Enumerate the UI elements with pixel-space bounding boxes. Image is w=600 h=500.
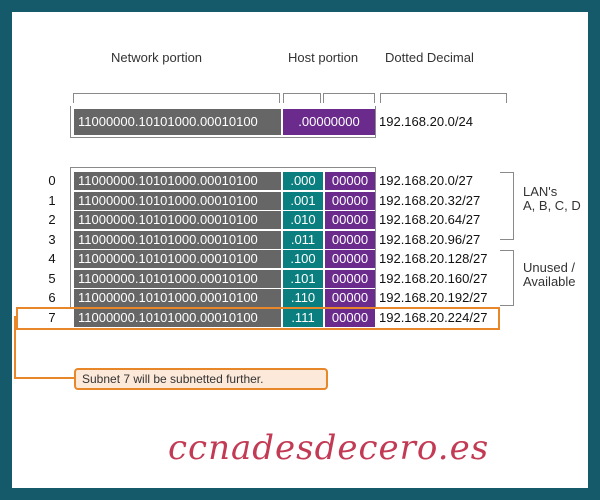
- group-lans-line2: A, B, C, D: [523, 198, 581, 213]
- group-unused-line2: Available: [523, 274, 576, 289]
- row-3-network-bits: 11000000.10101000.00010100: [74, 231, 281, 249]
- bracket-unused: [500, 250, 514, 306]
- row-2-host-bits: 00000: [325, 211, 375, 229]
- bracket-dotted: [380, 93, 507, 103]
- row-2-network-bits: 11000000.10101000.00010100: [74, 211, 281, 229]
- group-lans-line1: LAN's: [523, 184, 558, 199]
- bracket-lans: [500, 172, 514, 240]
- group-unused-label: Unused / Available: [523, 261, 576, 289]
- brand-watermark: ccnadesdecero.es: [168, 428, 490, 468]
- base-network-bits: 11000000.10101000.00010100: [74, 109, 281, 135]
- subnet-table-frame: [70, 167, 376, 309]
- row-1-subnet-bits: .001: [283, 192, 323, 210]
- row-5-subnet-bits: .101: [283, 270, 323, 288]
- bracket-host-b: [323, 93, 375, 103]
- row-4-host-bits: 00000: [325, 250, 375, 268]
- row-6-dotted: 192.168.20.192/27: [379, 290, 488, 305]
- row-7-network-bits: 11000000.10101000.00010100: [74, 309, 281, 327]
- subnet-7-highlight: [16, 307, 500, 330]
- row-1-index: 1: [48, 193, 56, 208]
- row-3-index: 3: [48, 232, 56, 247]
- row-6-host-bits: 00000: [325, 289, 375, 307]
- row-0-index: 0: [48, 173, 56, 188]
- bracket-network: [73, 93, 280, 103]
- row-7-subnet-bits: .111: [283, 309, 323, 327]
- row-6-index: 6: [48, 290, 56, 305]
- subnet-7-callout: Subnet 7 will be subnetted further.: [74, 368, 328, 390]
- row-3-subnet-bits: .011: [283, 231, 323, 249]
- group-unused-line1: Unused /: [523, 260, 576, 275]
- header-host-portion: Host portion: [288, 50, 359, 65]
- row-6-subnet-bits: .110: [283, 289, 323, 307]
- callout-connector-vertical: [14, 316, 16, 378]
- row-6-network-bits: 11000000.10101000.00010100: [74, 289, 281, 307]
- row-4-dotted: 192.168.20.128/27: [379, 251, 488, 266]
- row-1-network-bits: 11000000.10101000.00010100: [74, 192, 281, 210]
- row-1-dotted: 192.168.20.32/27: [379, 193, 481, 208]
- row-5-index: 5: [48, 271, 56, 286]
- row-4-index: 4: [48, 251, 56, 266]
- row-1-host-bits: 00000: [325, 192, 375, 210]
- row-3-host-bits: 00000: [325, 231, 375, 249]
- row-3-dotted: 192.168.20.96/27: [379, 232, 481, 247]
- row-5-host-bits: 00000: [325, 270, 375, 288]
- row-0-network-bits: 11000000.10101000.00010100: [74, 172, 281, 190]
- group-lans-label: LAN's A, B, C, D: [523, 185, 581, 213]
- row-2-subnet-bits: .010: [283, 211, 323, 229]
- row-0-dotted: 192.168.20.0/27: [379, 173, 473, 188]
- base-row-frame: [70, 106, 376, 138]
- row-7-index: 7: [48, 310, 56, 325]
- row-4-subnet-bits: .100: [283, 250, 323, 268]
- row-5-dotted: 192.168.20.160/27: [379, 271, 488, 286]
- row-0-subnet-bits: .000: [283, 172, 323, 190]
- row-7-host-bits: 00000: [325, 309, 375, 327]
- base-dotted: 192.168.20.0/24: [379, 114, 473, 129]
- row-2-index: 2: [48, 212, 56, 227]
- row-4-network-bits: 11000000.10101000.00010100: [74, 250, 281, 268]
- header-network-portion: Network portion: [111, 50, 203, 65]
- bracket-host-a: [283, 93, 321, 103]
- callout-connector-horizontal: [14, 377, 74, 379]
- row-5-network-bits: 11000000.10101000.00010100: [74, 270, 281, 288]
- row-0-host-bits: 00000: [325, 172, 375, 190]
- header-dotted-decimal: Dotted Decimal: [385, 50, 474, 65]
- base-host-bits: .00000000: [283, 109, 375, 135]
- row-7-dotted: 192.168.20.224/27: [379, 310, 488, 325]
- row-2-dotted: 192.168.20.64/27: [379, 212, 481, 227]
